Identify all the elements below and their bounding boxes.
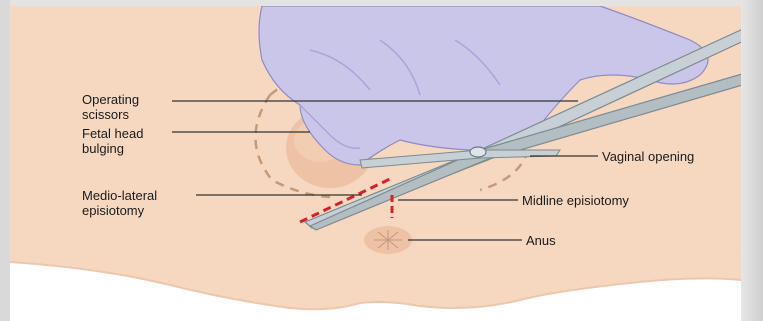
label-operating-scissors-line2: scissors — [82, 107, 139, 122]
label-midline-episiotomy-text: Midline episiotomy — [522, 193, 629, 208]
frame-right — [741, 0, 763, 321]
label-fetal-head-line2: bulging — [82, 141, 143, 156]
label-anus-text: Anus — [526, 233, 556, 248]
label-fetal-head: Fetal head bulging — [82, 126, 143, 156]
label-medio-lateral: Medio-lateral episiotomy — [82, 188, 157, 218]
label-operating-scissors: Operating scissors — [82, 92, 139, 122]
frame-left — [0, 0, 10, 321]
anus-mark — [364, 226, 412, 254]
label-medio-lateral-line1: Medio-lateral — [82, 188, 157, 203]
label-vaginal-opening-text: Vaginal opening — [602, 149, 694, 164]
label-vaginal-opening: Vaginal opening — [602, 149, 694, 164]
label-operating-scissors-line1: Operating — [82, 92, 139, 107]
label-anus: Anus — [526, 233, 556, 248]
label-medio-lateral-line2: episiotomy — [82, 203, 157, 218]
frame-top — [0, 0, 763, 6]
label-fetal-head-line1: Fetal head — [82, 126, 143, 141]
label-midline-episiotomy: Midline episiotomy — [522, 193, 629, 208]
